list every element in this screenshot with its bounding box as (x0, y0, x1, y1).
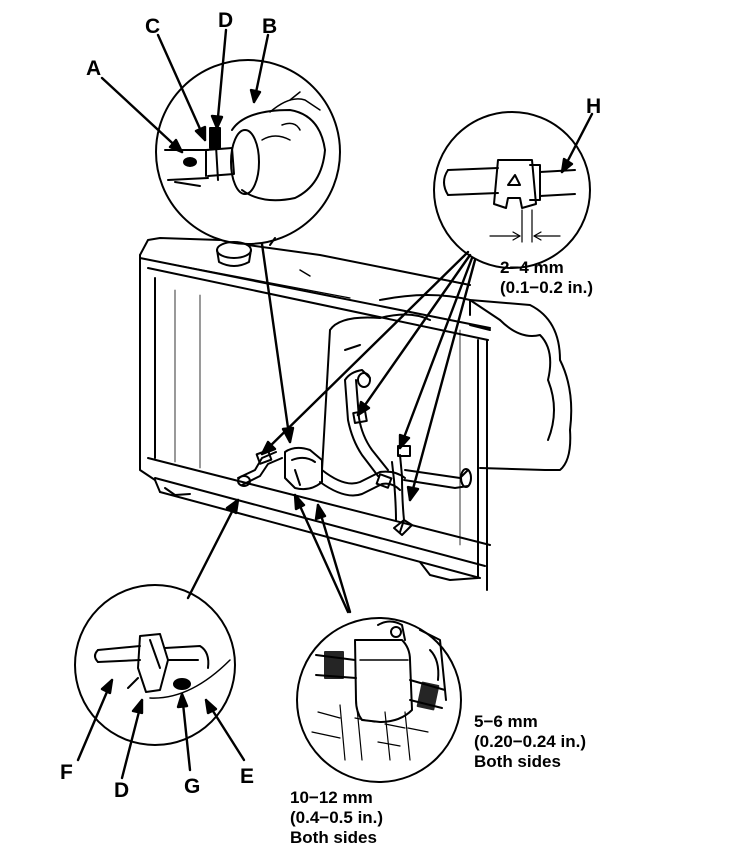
detail-circle-bottom-left (74, 584, 236, 746)
detail-circle-top-right (433, 111, 591, 269)
callout-c: C (145, 15, 161, 38)
spec-clamp-offset-imperial: (0.4−0.5 in.) (290, 808, 384, 827)
leader-lines (76, 28, 594, 780)
spec-clamp-gap: 2−4 mm (0.1−0.2 in.) (500, 258, 593, 298)
engine-block (321, 294, 573, 471)
radiator (139, 237, 491, 591)
detail-circle-bottom-right (296, 617, 462, 783)
spec-clamp-offset: 10−12 mm (0.4−0.5 in.) Both sides (290, 788, 383, 848)
spec-hose-gap-imperial: (0.20−0.24 in.) (474, 732, 586, 751)
spec-hose-gap: 5−6 mm (0.20−0.24 in.) Both sides (474, 712, 586, 772)
spec-clamp-offset-metric: 10−12 mm (290, 788, 373, 807)
callout-d-bottom: D (114, 779, 130, 802)
hoses (237, 369, 472, 536)
spec-clamp-gap-metric: 2−4 mm (500, 258, 564, 277)
detail-circle-top-left (155, 59, 341, 245)
callout-e: E (240, 765, 255, 788)
callout-h: H (586, 95, 602, 118)
spec-clamp-gap-imperial: (0.1−0.2 in.) (500, 278, 594, 297)
callout-b: B (262, 15, 278, 38)
callout-d-top: D (218, 9, 234, 32)
spec-hose-gap-note: Both sides (474, 752, 561, 771)
callout-a: A (86, 57, 102, 80)
spec-hose-gap-metric: 5−6 mm (474, 712, 538, 731)
spec-clamp-offset-note: Both sides (290, 828, 377, 847)
callout-g: G (184, 775, 201, 798)
callout-f: F (60, 761, 73, 784)
